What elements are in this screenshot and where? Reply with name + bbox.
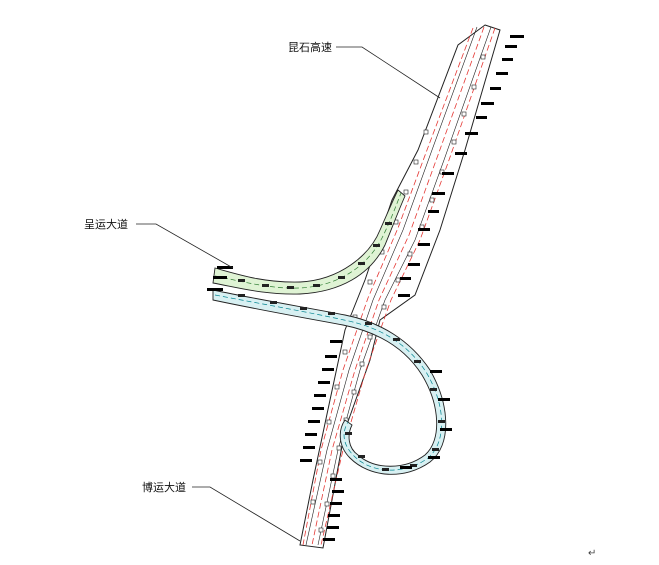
cyan-loop-ramp	[212, 289, 447, 475]
cyan-loop-centerline	[214, 294, 442, 471]
paragraph-mark: ↵	[588, 548, 596, 559]
pier-number-markers	[207, 35, 524, 541]
main-highway-lane-line	[305, 26, 478, 546]
label-boyun-group: 博运大道	[142, 480, 301, 542]
main-highway-outline	[299, 24, 501, 549]
leader-line-chengyun	[136, 223, 234, 269]
label-kunshi: 昆石高速	[288, 40, 332, 54]
main-highway-centerline	[311, 26, 485, 546]
label-kunshi-group: 昆石高速	[288, 40, 441, 99]
cyan-loop-body	[212, 289, 447, 475]
leader-line-boyun	[192, 486, 301, 542]
main-highway-centerline	[302, 27, 474, 546]
label-boyun: 博运大道	[142, 480, 186, 494]
green-ramp	[212, 189, 406, 295]
label-chengyun: 呈运大道	[84, 217, 128, 231]
label-chengyun-group: 呈运大道	[84, 217, 234, 269]
leader-line-kunshi	[336, 46, 441, 99]
main-highway-centerline	[320, 27, 496, 546]
cyan-loop-piers	[238, 294, 445, 471]
green-ramp-piers	[238, 222, 392, 289]
